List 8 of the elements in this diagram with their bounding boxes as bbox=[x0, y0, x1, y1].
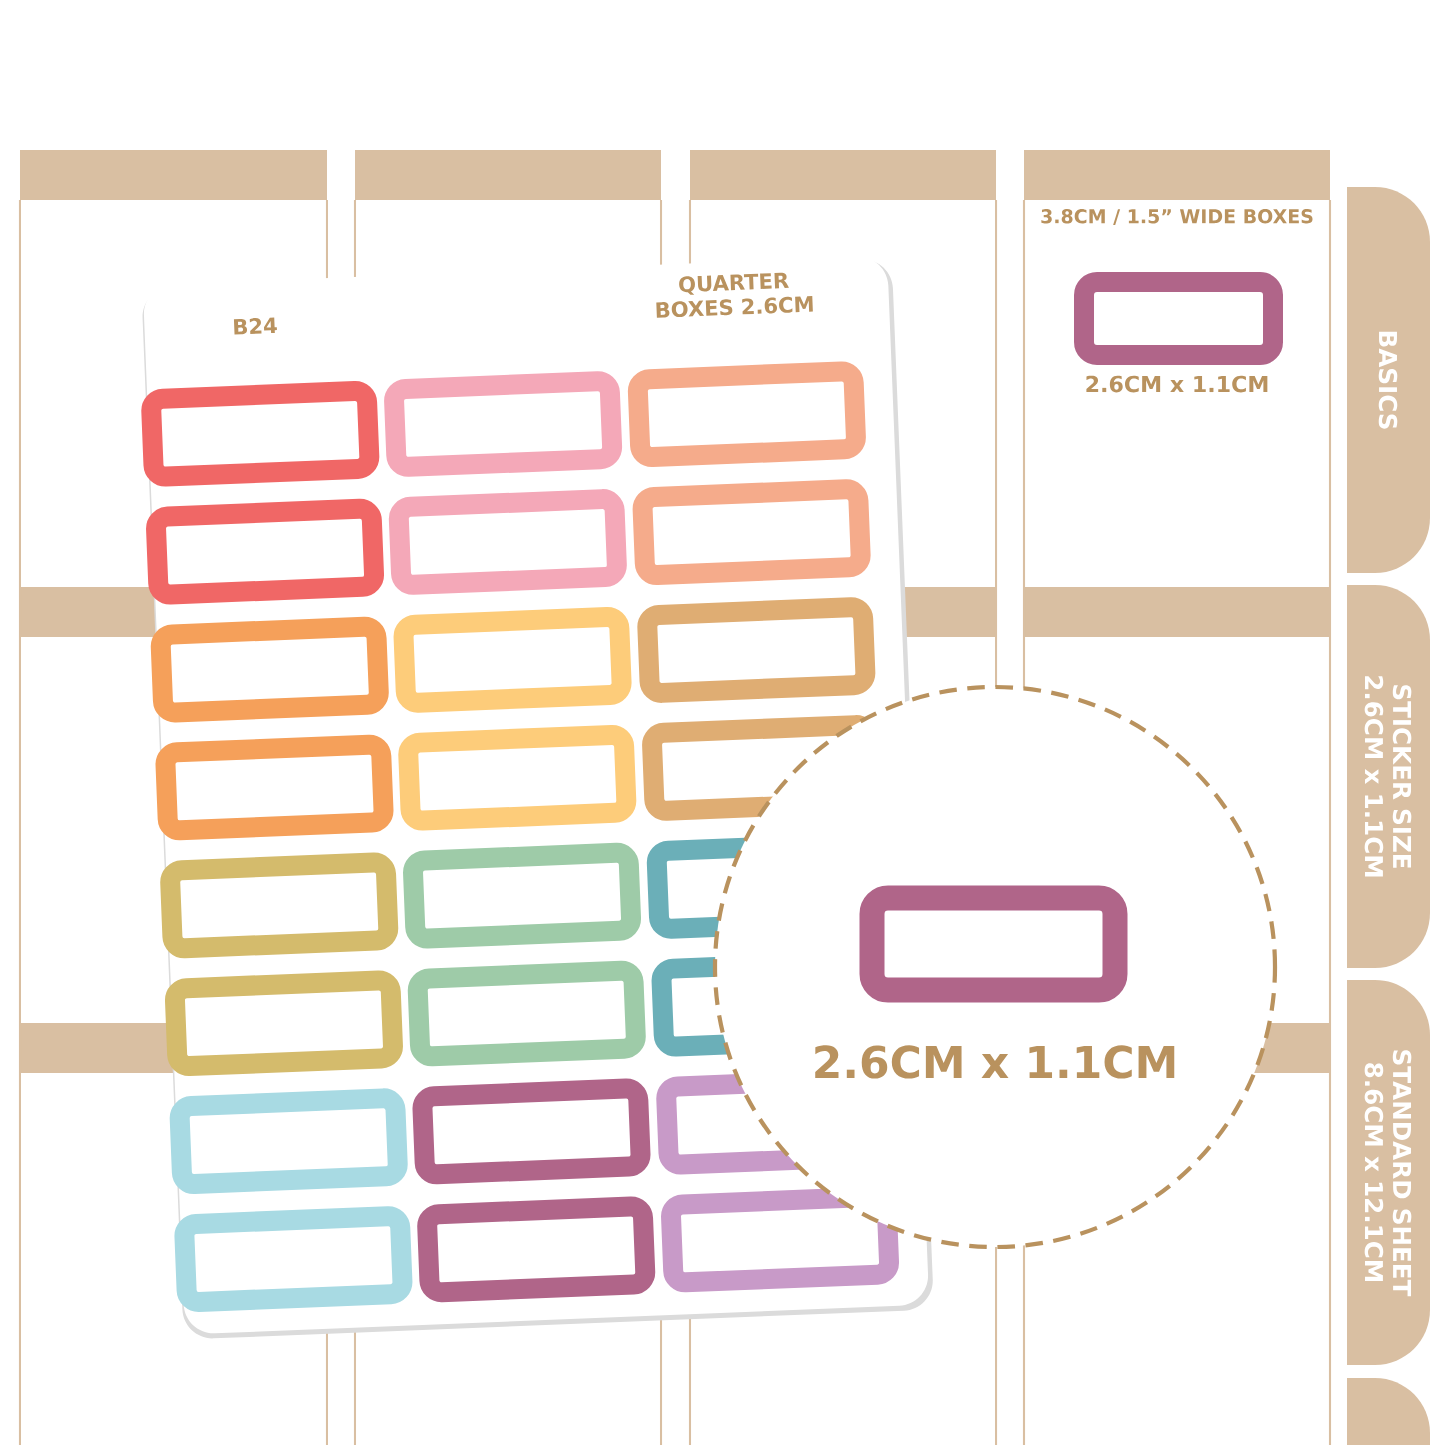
side-tab: STICKER SIZE 2.6CM x 1.1CM bbox=[1347, 585, 1430, 968]
side-tab bbox=[1347, 1378, 1430, 1445]
side-tab: STANDARD SHEET 8.6CM x 12.1CM bbox=[1347, 980, 1430, 1365]
node-label: B24 bbox=[233, 317, 277, 335]
side-tab: BASICS bbox=[1347, 187, 1430, 573]
dimension-label: 2.6CM x 1.1CM bbox=[1086, 375, 1268, 393]
label: 3.8CM / 1.5” WIDE BOXES bbox=[1036, 205, 1318, 229]
node-label: QUARTER BOXES 2.6CM bbox=[656, 272, 813, 318]
